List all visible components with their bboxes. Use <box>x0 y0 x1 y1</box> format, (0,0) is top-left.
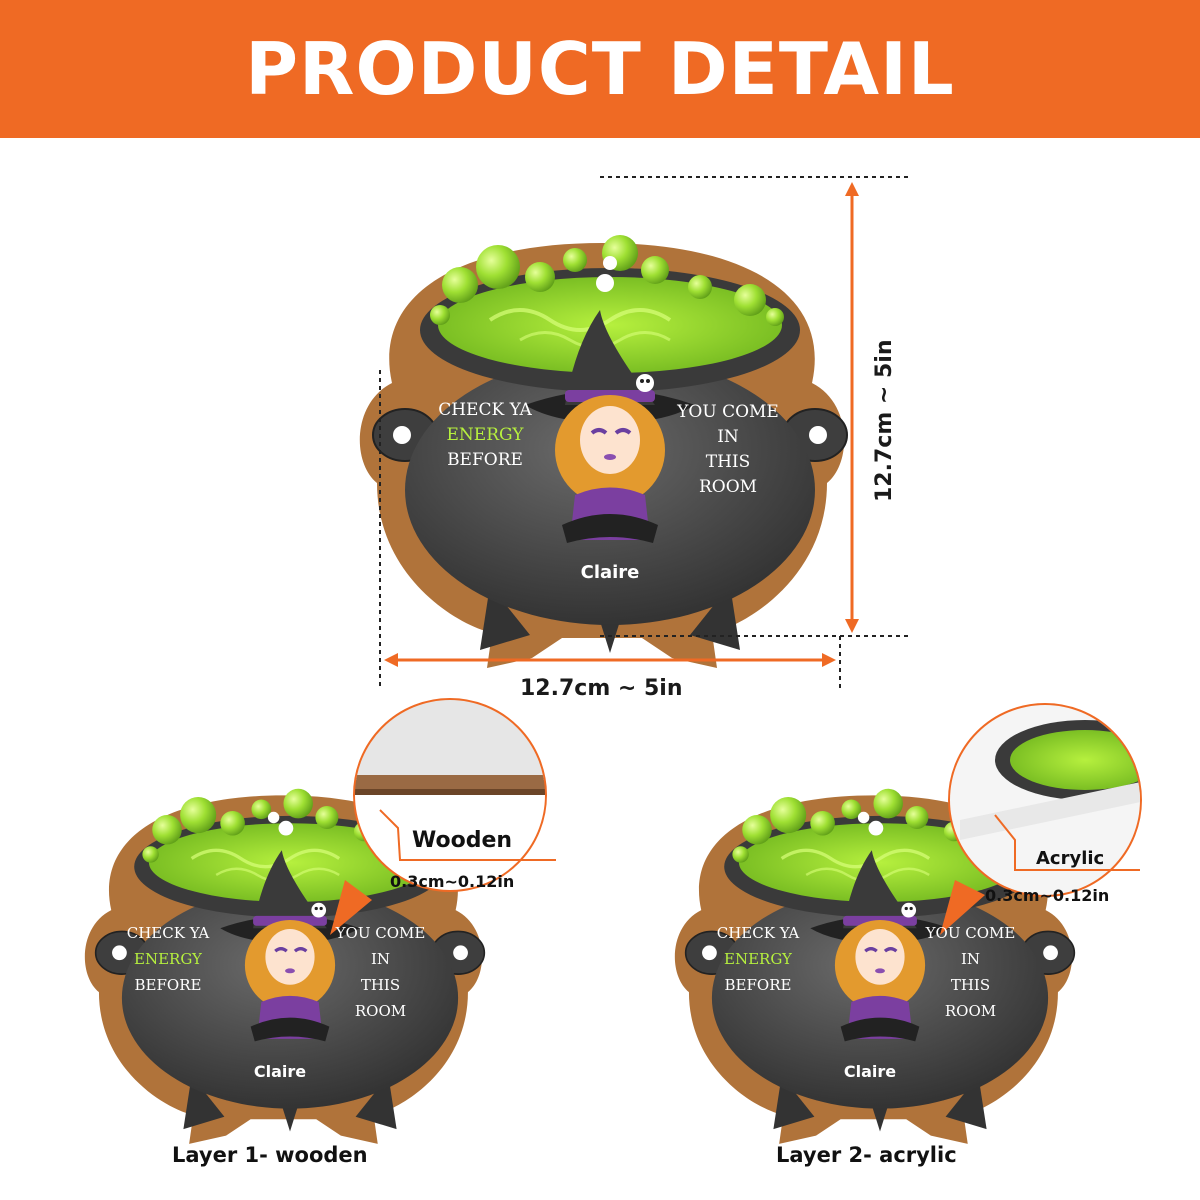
text-line: CHECK YA <box>716 924 800 942</box>
text-line: CHECK YA <box>438 400 532 420</box>
main-right-text: YOU COME IN THIS ROOM <box>668 400 788 500</box>
header-banner: PRODUCT DETAIL <box>0 0 1200 138</box>
text-line: THIS <box>705 452 751 472</box>
text-line: ENERGY <box>446 425 524 445</box>
acrylic-size: 0.3cm~0.12in <box>985 886 1110 905</box>
main-ornament <box>357 233 849 670</box>
text-line: BEFORE <box>724 976 792 994</box>
layer2-right-text: YOU COME IN THIS ROOM <box>918 920 1023 1024</box>
text-line: YOU COME IN <box>677 402 779 447</box>
acrylic-callout <box>940 703 1142 935</box>
layer2-left-text: CHECK YA ENERGY BEFORE <box>708 920 808 998</box>
layer2-name: Claire <box>843 1062 897 1081</box>
text-line: ROOM <box>354 1002 407 1020</box>
dimension-lines <box>379 176 912 688</box>
text-line: BEFORE <box>134 976 202 994</box>
main-left-text: CHECK YA ENERGY BEFORE <box>430 398 540 473</box>
text-line: YOU COME IN <box>335 924 426 968</box>
text-line: CHECK YA <box>126 924 210 942</box>
text-line: YOU COME IN <box>925 924 1016 968</box>
text-line: BEFORE <box>447 450 523 470</box>
page-title: PRODUCT DETAIL <box>245 27 955 111</box>
layer1-right-text: YOU COME IN THIS ROOM <box>328 920 433 1024</box>
text-line: ENERGY <box>134 950 202 968</box>
height-label-text: 12.7cm ~ 5in <box>872 339 897 502</box>
text-line: ROOM <box>698 477 758 497</box>
layer1-caption: Layer 1- wooden <box>172 1143 368 1167</box>
text-line: ENERGY <box>724 950 792 968</box>
wooden-title: Wooden <box>412 828 513 853</box>
layer1-name: Claire <box>253 1062 307 1081</box>
text-line: THIS <box>360 976 401 994</box>
width-label: 12.7cm ~ 5in <box>520 676 683 701</box>
text-line: THIS <box>950 976 991 994</box>
layer1-left-text: CHECK YA ENERGY BEFORE <box>118 920 218 998</box>
layer2-caption: Layer 2- acrylic <box>776 1143 957 1167</box>
text-line: ROOM <box>944 1002 997 1020</box>
acrylic-title: Acrylic <box>1036 848 1105 869</box>
width-arrow <box>384 653 836 667</box>
layer1-ornament <box>83 787 486 1146</box>
height-arrow <box>845 182 859 633</box>
layer2-ornament <box>673 787 1076 1146</box>
main-name: Claire <box>580 562 640 583</box>
wooden-size: 0.3cm~0.12in <box>390 872 515 891</box>
